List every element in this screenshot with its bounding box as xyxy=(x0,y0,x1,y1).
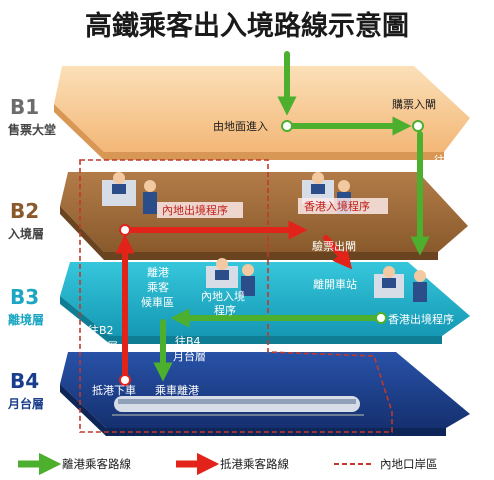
svg-text:B2: B2 xyxy=(10,199,39,223)
svg-text:抵港乘客路線: 抵港乘客路線 xyxy=(220,457,289,471)
label-waiting-3: 候車區 xyxy=(141,295,174,309)
svg-text:B3: B3 xyxy=(10,285,39,309)
label-arrive-alight: 抵港下車 xyxy=(92,383,136,397)
node-ticket-gate xyxy=(412,120,424,132)
label-ground-entry: 由地面進入 xyxy=(213,119,268,133)
label-to-b2-1: 往B2 xyxy=(88,323,114,337)
svg-text:B1: B1 xyxy=(10,95,39,119)
svg-text:入境層: 入境層 xyxy=(8,226,44,241)
label-mainland-entry-1: 內地入境 xyxy=(201,289,245,303)
label-mainland-entry-2: 程序 xyxy=(214,303,236,317)
svg-text:月台層: 月台層 xyxy=(7,396,44,411)
label-ticket-gate: 購票入閘 xyxy=(392,97,436,111)
label-to-b4-1: 往B4 xyxy=(175,334,201,348)
label-leave-station: 離開車站 xyxy=(313,277,357,291)
node-arrive-alight xyxy=(119,374,131,386)
legend: 離港乘客路線 抵港乘客路線 內地口岸區 xyxy=(18,452,438,476)
svg-text:B4: B4 xyxy=(10,369,39,393)
label-to-b3-1: 往B3 xyxy=(434,153,460,167)
label-to-b4-2: 月台層 xyxy=(173,349,206,363)
arrival-route xyxy=(115,220,353,381)
b3-slab xyxy=(60,262,470,344)
label-to-b3-2: 離境層 xyxy=(432,169,465,183)
svg-text:內地口岸區: 內地口岸區 xyxy=(380,457,438,471)
floor-label-b4: B4 月台層 xyxy=(7,369,44,411)
node-hk-exit xyxy=(375,312,387,324)
b1-slab xyxy=(54,66,470,160)
label-waiting-2: 乘客 xyxy=(147,280,169,294)
legend-departure: 離港乘客路線 xyxy=(18,452,131,476)
officer-counter-mainland-exit xyxy=(102,172,157,214)
floor-label-b2: B2 入境層 xyxy=(8,199,44,241)
svg-text:離境層: 離境層 xyxy=(8,312,44,327)
label-hk-entry: 香港入境程序 xyxy=(304,199,370,213)
officer-counter-mainland-entry xyxy=(206,258,255,296)
mainland-port-boundary xyxy=(79,159,393,433)
svg-text:售票大堂: 售票大堂 xyxy=(8,122,56,137)
floor-label-b1: B1 售票大堂 xyxy=(8,95,56,137)
node-b2-arrival xyxy=(119,224,131,236)
label-hk-exit: 香港出境程序 xyxy=(388,312,454,326)
label-waiting-1: 離港 xyxy=(147,265,169,279)
label-ticket-exit-gate: 驗票出閘 xyxy=(312,239,356,253)
diagram-title: 高鐵乘客出入境路線示意圖 xyxy=(85,10,409,42)
label-to-b2-2: 入境層 xyxy=(85,339,118,353)
label-board-depart: 乘車離港 xyxy=(155,383,199,397)
departure-route xyxy=(153,51,430,382)
legend-mainland-port: 內地口岸區 xyxy=(334,457,438,471)
legend-arrival: 抵港乘客路線 xyxy=(176,452,289,476)
node-ground-entry xyxy=(281,120,293,132)
svg-text:離港乘客路線: 離港乘客路線 xyxy=(62,457,131,471)
train xyxy=(112,396,364,416)
label-mainland-exit: 內地出境程序 xyxy=(162,203,228,217)
route-exit-gate-to-leave xyxy=(323,235,353,270)
officer-counter-hk-exit xyxy=(374,266,427,302)
floor-label-b3: B3 離境層 xyxy=(8,285,44,327)
